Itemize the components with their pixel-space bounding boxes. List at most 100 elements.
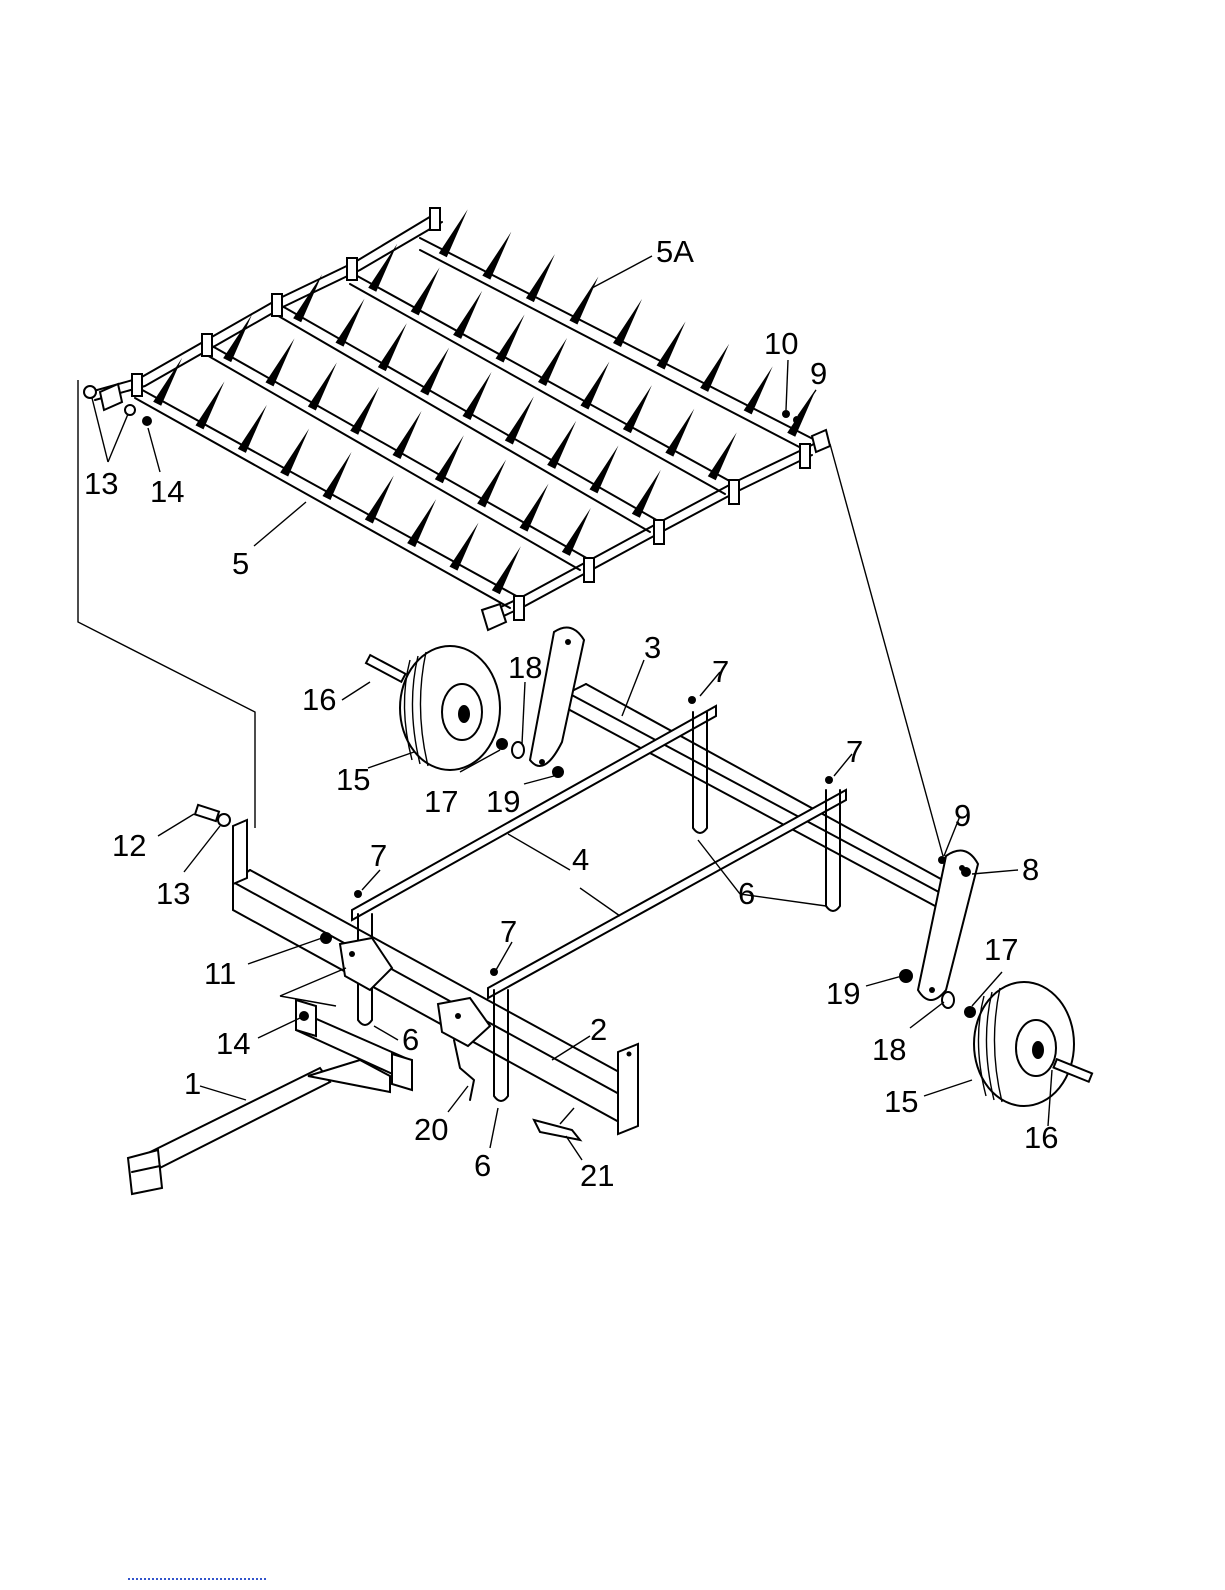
callout-6-front: 6	[474, 1148, 491, 1183]
tine-spike	[411, 267, 440, 315]
bolt-8	[961, 867, 971, 877]
callout-14-top: 14	[150, 474, 184, 509]
harrow-right-lug	[812, 430, 830, 452]
tine-spike	[378, 323, 407, 371]
tine-spike	[477, 459, 506, 507]
nut-7c	[354, 890, 362, 898]
tine-spike	[453, 291, 482, 339]
tine-spike	[482, 232, 511, 280]
tine-spike	[496, 314, 525, 362]
left-end-upright	[233, 820, 247, 884]
callout-18-left: 18	[508, 650, 542, 685]
bearing-17b	[964, 1006, 976, 1018]
tine-spike	[435, 435, 464, 483]
callout-13-top: 13	[84, 466, 118, 501]
tine-spike	[562, 508, 591, 556]
washer-18b	[942, 992, 954, 1008]
tine-spike	[293, 274, 322, 322]
tine-spike	[266, 338, 295, 386]
callout-7-front: 7	[500, 914, 517, 949]
tine-spike	[350, 387, 379, 435]
nut-14b	[299, 1011, 309, 1021]
callout-7-rear: 7	[712, 654, 729, 689]
callout-5: 5	[232, 546, 249, 581]
washer-13c	[218, 814, 230, 826]
tine-spike	[492, 546, 521, 594]
tine-spike	[623, 385, 652, 433]
callout-1: 1	[184, 1066, 201, 1101]
washer-18a	[512, 742, 524, 758]
callout-13-left: 13	[156, 876, 190, 911]
tine-spike	[700, 344, 729, 392]
callout-15-right: 15	[884, 1084, 918, 1119]
tine-spike	[580, 362, 609, 410]
tine-spike	[407, 499, 436, 547]
tine-spike	[613, 299, 642, 347]
tine-spike	[308, 363, 337, 411]
callout-10: 10	[764, 326, 798, 361]
callout-labels: 5A 10 9 13 14 5 3 18 7 16 15 17 19 7 12 …	[84, 234, 1058, 1193]
tine-spike	[450, 523, 479, 571]
tine-spike	[463, 372, 492, 420]
tine-spike	[744, 366, 773, 414]
harrow-tine-section	[84, 208, 830, 630]
callout-16-right: 16	[1024, 1120, 1058, 1155]
nut-9b	[938, 856, 946, 864]
callout-15-left: 15	[336, 762, 370, 797]
washer-13a	[84, 386, 96, 398]
tongue-right-plate	[392, 1054, 412, 1090]
nut-14a	[142, 416, 152, 426]
tine-spike	[569, 277, 598, 325]
callout-21: 21	[580, 1158, 614, 1193]
harrow-front-left-lug	[482, 604, 506, 630]
tine-spike	[420, 348, 449, 396]
callout-6-left: 6	[402, 1022, 419, 1057]
callout-2: 2	[590, 1012, 607, 1047]
callout-17-right: 17	[984, 932, 1018, 967]
washer-13b	[125, 405, 135, 415]
bolt-10	[782, 410, 790, 418]
tine-spike	[505, 396, 534, 444]
tine-spike	[708, 432, 737, 480]
tine-spike	[196, 381, 225, 429]
tine-spike	[632, 470, 661, 518]
callout-8: 8	[1022, 852, 1039, 887]
tine-spike	[393, 411, 422, 459]
nut-7a	[688, 696, 696, 704]
left-wheel-assembly	[366, 628, 584, 779]
callout-14-hitch: 14	[216, 1026, 250, 1061]
tine-spike	[665, 409, 694, 457]
callout-16-left: 16	[302, 682, 336, 717]
hitch-tongue	[128, 968, 412, 1194]
callout-7-right: 7	[846, 734, 863, 769]
right-end-upright	[618, 1044, 638, 1134]
callout-5a: 5A	[656, 234, 694, 269]
tine-spike	[657, 321, 686, 369]
callout-17-left: 17	[424, 784, 458, 819]
nut-7b	[825, 776, 833, 784]
tine-spike	[520, 484, 549, 532]
tine-spike	[280, 428, 309, 476]
callout-19-right: 19	[826, 976, 860, 1011]
callout-3: 3	[644, 630, 661, 665]
callout-6-rear: 6	[738, 876, 755, 911]
tine-spike	[153, 358, 182, 406]
callout-9-right: 9	[954, 798, 971, 833]
rear-cross-beam	[568, 693, 950, 914]
tine-spike	[365, 476, 394, 524]
tine-spike	[336, 299, 365, 347]
callout-7-left: 7	[370, 838, 387, 873]
tine-spike	[547, 421, 576, 469]
callout-12: 12	[112, 828, 146, 863]
tine-spike	[439, 209, 468, 257]
nut-9a	[793, 416, 801, 424]
callout-9-top: 9	[810, 356, 827, 391]
angle-bar-front	[488, 790, 846, 998]
bolt-12	[195, 805, 219, 821]
tine-spike	[590, 445, 619, 493]
tine-spike	[526, 254, 555, 302]
callout-20: 20	[414, 1112, 448, 1147]
axle-bolt-16a	[366, 655, 406, 682]
callout-18-right: 18	[872, 1032, 906, 1067]
